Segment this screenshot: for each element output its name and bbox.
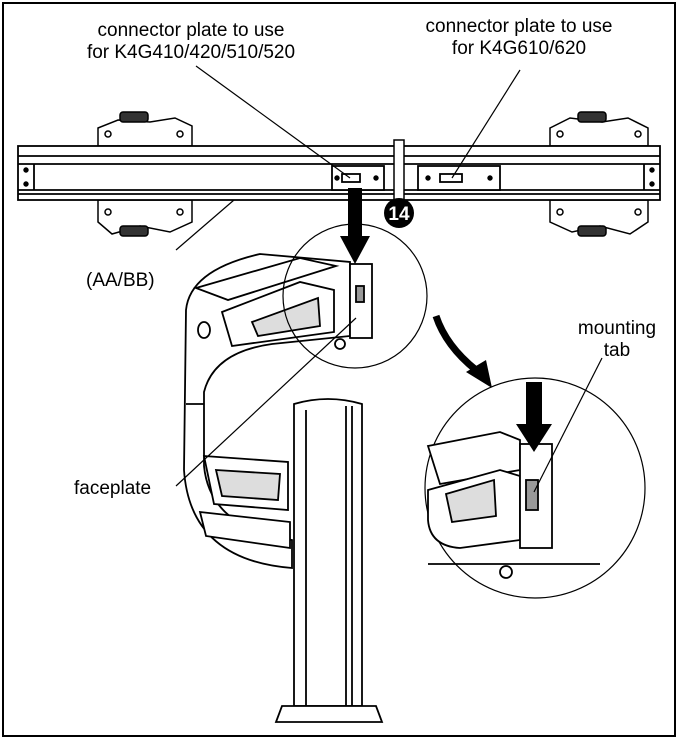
pole [274,398,384,723]
connector-left-label-line2: for K4G410/420/510/520 [86,42,296,63]
step-badge [384,198,414,228]
right-vesa-bracket [549,111,649,237]
connector-right-label-line1: connector plate to use [425,16,613,37]
leader-lines [175,65,603,493]
connector-right-label-line2: for K4G610/620 [451,38,587,59]
faceplate-bracket [334,263,373,350]
mounting-tab-label-line2: tab [603,340,631,361]
step-badge-number: 14 [388,204,410,225]
insert-arrow [340,188,370,264]
connector-left-label: connector plate to use for K4G410/420/51… [46,20,336,64]
zoom-circle-detail [424,377,646,599]
crossbar-left [17,145,397,201]
crossbar-label: (AA/BB) [86,270,155,291]
faceplate-label: faceplate [74,478,152,499]
connector-right-label: connector plate to use for K4G610/620 [388,16,650,60]
arm-assembly [183,253,351,569]
zoom-circle-top [282,223,428,369]
crossbar-joint [393,139,405,207]
mounting-tab-label-line1: mounting [577,318,657,339]
connector-left-label-line1: connector plate to use [97,20,285,41]
curved-arrow [432,314,492,388]
crossbar-right [401,145,661,201]
mounting-tab-label: mounting tab [562,318,672,362]
left-vesa-bracket [97,111,193,237]
